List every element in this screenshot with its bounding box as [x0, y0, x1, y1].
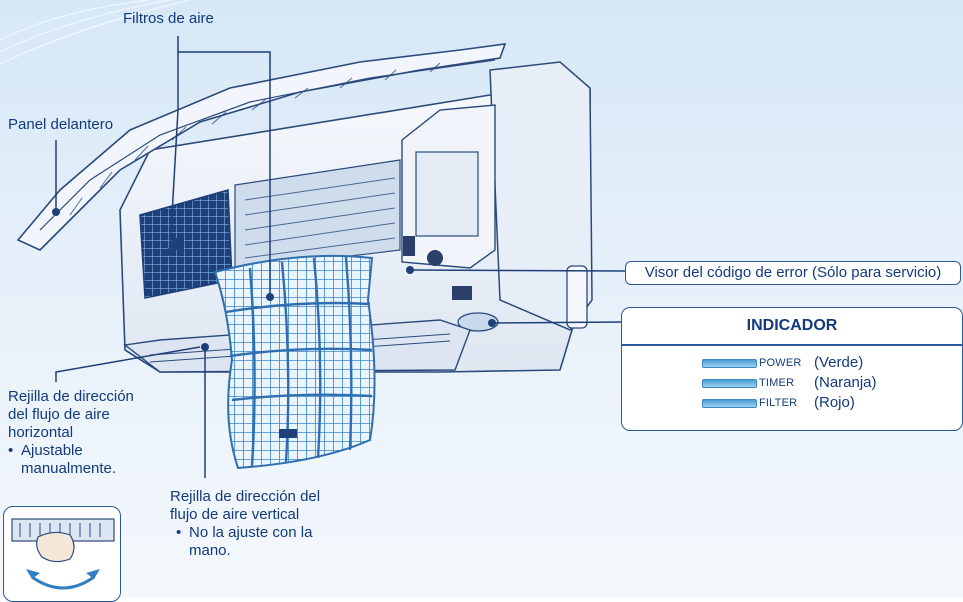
vertical-vane-line-1: Rejilla de dirección del — [170, 488, 321, 505]
horizontal-vane-bullet-line-2: manualmente. — [21, 460, 117, 477]
indicator-color: (Rojo) — [814, 394, 855, 411]
indicator-panel: INDICADOR POWER (Verde) TIMER (Naranja) … — [621, 307, 963, 431]
horizontal-vane-line-2: del flujo de aire — [8, 406, 110, 423]
horizontal-vane-line-3: horizontal — [8, 424, 74, 441]
indicator-name: TIMER — [759, 377, 795, 389]
background-arcs — [0, 0, 191, 65]
leader-dots — [52, 208, 496, 351]
air-filters-label: Filtros de aire — [123, 10, 214, 27]
vertical-vane-line-2: flujo de aire vertical — [170, 506, 300, 523]
error-code-display-label: Visor del código de error (Sólo para ser… — [644, 264, 942, 281]
hand-adjust-inset — [3, 506, 121, 602]
horizontal-vane-bullet: • Ajustable manualmente. — [8, 442, 116, 478]
front-panel-label: Panel delantero — [8, 116, 114, 133]
indicator-name: POWER — [759, 357, 802, 369]
indicator-name: FILTER — [759, 397, 798, 409]
indicator-color: (Naranja) — [814, 374, 877, 391]
filter-lamp-icon — [702, 399, 757, 408]
leader-lines — [55, 36, 626, 478]
error-code-display-callout: Visor del código de error (Sólo para ser… — [625, 261, 961, 285]
vertical-vane-bullet: • No la ajuste con la mano. — [176, 524, 312, 560]
horizontal-vane-line-1: Rejilla de dirección — [8, 388, 134, 405]
timer-lamp-icon — [702, 379, 757, 388]
indicator-title: INDICADOR — [746, 317, 838, 334]
right-air-filter-drawing — [213, 254, 376, 470]
indicator-color: (Verde) — [814, 354, 864, 371]
power-lamp-icon — [702, 359, 757, 368]
hand-adjust-icon — [11, 518, 115, 590]
vertical-vane-bullet-line-1: No la ajuste con la — [189, 524, 313, 541]
front-panel-drawing — [16, 43, 507, 251]
vertical-vane-bullet-line-2: mano. — [189, 542, 231, 559]
bullet-dot-icon: • — [8, 442, 14, 459]
indicator-divider — [622, 344, 962, 346]
horizontal-vane-bullet-line-1: Ajustable — [21, 442, 83, 459]
bullet-dot-icon: • — [176, 524, 182, 541]
